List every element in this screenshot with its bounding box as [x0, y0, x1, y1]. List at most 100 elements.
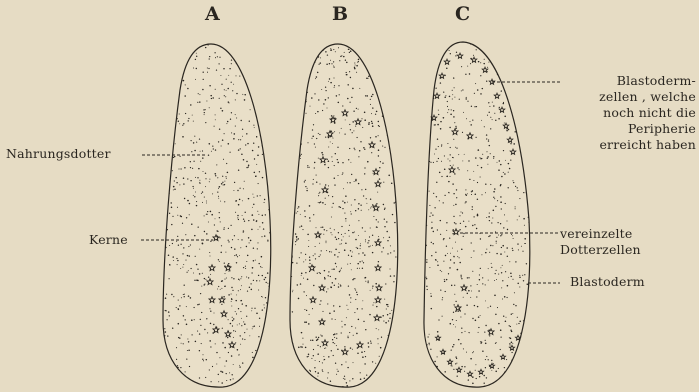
yolk-dot	[354, 68, 356, 70]
yolk-dot	[399, 254, 400, 255]
yolk-dot	[222, 371, 224, 373]
yolk-dot	[354, 199, 355, 200]
yolk-dot	[531, 152, 532, 153]
yolk-dot	[533, 127, 534, 128]
yolk-dot	[254, 376, 256, 378]
yolk-dot	[298, 347, 300, 349]
yolk-dot	[511, 352, 512, 353]
yolk-dot	[401, 356, 402, 357]
yolk-dot	[524, 166, 525, 167]
yolk-dot	[209, 85, 210, 86]
yolk-dot	[389, 390, 391, 392]
yolk-dot	[211, 381, 212, 382]
yolk-dot	[227, 337, 229, 339]
yolk-dot	[525, 107, 526, 108]
yolk-dot	[253, 247, 254, 248]
yolk-dot	[430, 295, 431, 296]
yolk-dot	[163, 122, 164, 123]
yolk-dot	[189, 203, 191, 205]
yolk-dot	[376, 111, 378, 113]
yolk-dot	[238, 139, 239, 140]
yolk-dot	[242, 136, 243, 137]
yolk-dot	[502, 49, 503, 50]
yolk-dot	[376, 40, 378, 42]
yolk-dot	[186, 41, 188, 43]
yolk-dot	[527, 343, 528, 344]
yolk-dot	[379, 126, 380, 127]
yolk-dot	[226, 90, 227, 91]
yolk-dot	[477, 306, 478, 307]
yolk-dot	[386, 308, 387, 309]
yolk-dot	[184, 296, 185, 297]
yolk-dot	[422, 336, 423, 337]
yolk-dot	[230, 379, 231, 380]
yolk-dot	[317, 345, 318, 346]
yolk-dot	[330, 141, 331, 142]
yolk-dot	[305, 216, 306, 217]
yolk-dot	[335, 263, 336, 264]
yolk-dot	[188, 246, 189, 247]
yolk-dot	[333, 61, 334, 62]
yolk-dot	[263, 228, 264, 229]
yolk-dot	[319, 272, 320, 273]
yolk-dot	[332, 143, 333, 144]
yolk-dot	[161, 179, 162, 180]
yolk-dot	[497, 162, 498, 163]
yolk-dot	[511, 313, 512, 314]
yolk-dot	[489, 252, 490, 253]
label-blastodermzellen: Blastoderm- zellen , welche noch nicht d…	[560, 73, 696, 153]
yolk-dot	[427, 69, 428, 70]
yolk-dot	[475, 193, 477, 195]
yolk-dot	[512, 250, 513, 251]
yolk-dot	[472, 225, 473, 226]
yolk-dot	[180, 367, 181, 368]
yolk-dot	[455, 326, 456, 327]
yolk-dot	[373, 302, 374, 303]
yolk-dot	[212, 366, 213, 367]
yolk-dot	[257, 248, 258, 249]
yolk-dot	[492, 44, 493, 45]
yolk-dot	[170, 119, 171, 120]
yolk-dot	[426, 277, 427, 278]
yolk-dot	[239, 323, 240, 324]
yolk-dot	[321, 335, 322, 336]
yolk-dot	[221, 304, 222, 305]
yolk-dot	[296, 371, 297, 372]
yolk-dot	[343, 378, 344, 379]
yolk-dot	[352, 279, 353, 280]
yolk-dot	[319, 43, 320, 44]
yolk-dot	[349, 380, 350, 381]
yolk-dot	[244, 339, 245, 340]
yolk-dot	[461, 66, 462, 67]
yolk-dot	[437, 229, 438, 230]
yolk-dot	[379, 375, 381, 377]
yolk-dot	[491, 370, 492, 371]
yolk-dot	[243, 232, 244, 233]
yolk-dot	[174, 189, 176, 191]
yolk-dot	[304, 322, 305, 323]
yolk-dot	[268, 381, 269, 382]
yolk-dot	[362, 268, 363, 269]
yolk-dot	[240, 344, 241, 345]
yolk-dot	[455, 39, 456, 40]
yolk-dot	[309, 42, 310, 43]
yolk-dot	[270, 354, 271, 355]
yolk-dot	[344, 376, 345, 377]
yolk-dot	[299, 227, 300, 228]
label-vereinzelte-dotterzellen: vereinzelte Dotterzellen	[560, 226, 680, 258]
yolk-dot	[518, 93, 520, 95]
yolk-dot	[288, 369, 289, 370]
yolk-dot	[506, 130, 508, 132]
yolk-dot	[202, 202, 203, 203]
yolk-dot	[354, 149, 355, 150]
yolk-dot	[461, 248, 463, 250]
yolk-dot	[186, 358, 187, 359]
yolk-dot	[184, 95, 186, 97]
yolk-dot	[421, 202, 422, 203]
yolk-dot	[378, 155, 379, 156]
yolk-dot	[387, 93, 388, 94]
yolk-dot	[262, 104, 263, 105]
yolk-dot	[499, 160, 500, 161]
yolk-dot	[244, 323, 246, 325]
yolk-dot	[252, 326, 253, 327]
